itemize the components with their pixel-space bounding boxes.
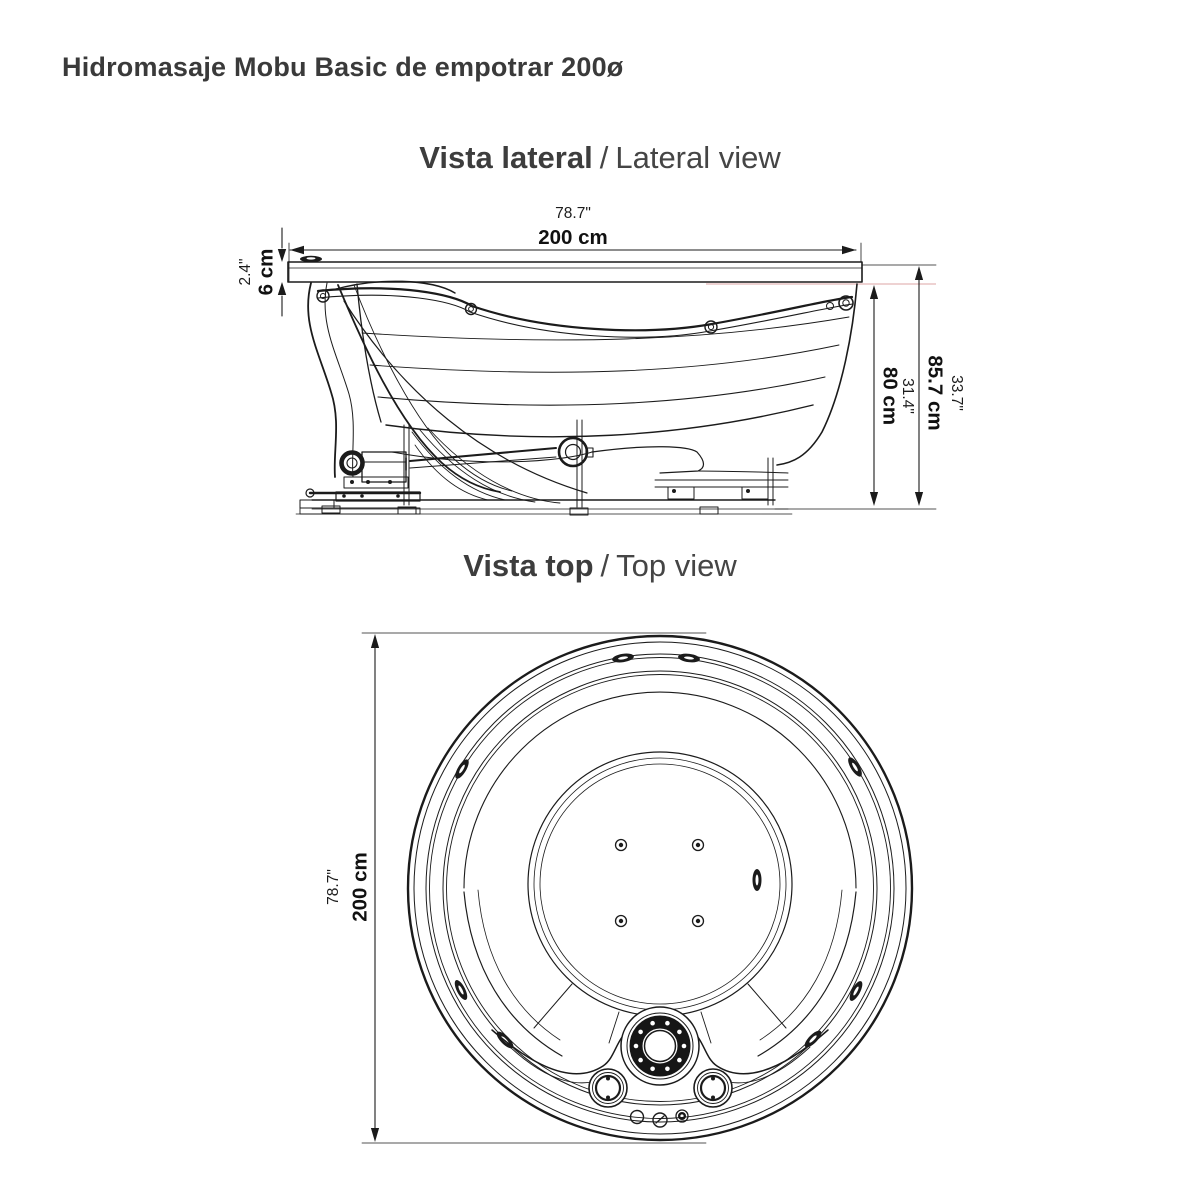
rim-height-inches-label: 2.4" bbox=[237, 258, 254, 285]
control-console bbox=[491, 1006, 829, 1128]
lateral-heading-english: Lateral view bbox=[615, 140, 781, 175]
console-jet-left bbox=[588, 1068, 628, 1108]
seat-edge bbox=[463, 691, 857, 1057]
deck-slab bbox=[287, 255, 863, 283]
lateral-view-heading: Vista lateral/Lateral view bbox=[0, 140, 1200, 176]
arrow-down-icon bbox=[370, 1128, 380, 1142]
height-dimensions: 80 cm 31.4" 85.7 cm 33.7" bbox=[706, 264, 965, 510]
rim-height-dimension: 2.4" 6 cm bbox=[237, 227, 287, 317]
arrow-down-icon bbox=[277, 249, 287, 262]
inner-height-cm-label: 80 cm bbox=[879, 367, 902, 425]
arrow-up-icon bbox=[869, 285, 879, 299]
pump-motor bbox=[299, 450, 422, 515]
rim-plumbing bbox=[307, 280, 854, 494]
top-view-heading: Vista top/Top view bbox=[0, 548, 1200, 584]
rim-height-cm-label: 6 cm bbox=[254, 249, 277, 296]
inner-height-inches-label: 31.4" bbox=[899, 378, 916, 414]
arrow-up-icon bbox=[370, 634, 380, 648]
lateral-width-cm-label: 200 cm bbox=[538, 226, 608, 249]
console-buttons bbox=[629, 1109, 689, 1128]
heading-separator: / bbox=[599, 140, 609, 175]
top-view-drawing: 78.7" 200 cm bbox=[325, 632, 914, 1144]
floor-circle bbox=[527, 751, 793, 1017]
top-heading-english: Top view bbox=[616, 548, 737, 583]
width-dimension: 78.7" 200 cm bbox=[288, 205, 862, 282]
top-diameter-inches-label: 78.7" bbox=[325, 869, 342, 905]
page-title: Hidromasaje Mobu Basic de empotrar 200ø bbox=[62, 52, 624, 82]
rim-rings bbox=[406, 634, 914, 1142]
lateral-view-drawing: 78.7" 200 cm 2.4" 6 cm bbox=[237, 205, 965, 516]
console-jet-right bbox=[693, 1068, 733, 1108]
drain-pipe bbox=[405, 436, 594, 471]
arrow-up-icon bbox=[277, 282, 287, 295]
chromotherapy-light bbox=[620, 1006, 700, 1086]
arrow-up-icon bbox=[914, 266, 924, 280]
tub-bowl bbox=[356, 283, 858, 500]
drain-flange bbox=[557, 436, 589, 468]
rim-jets bbox=[454, 653, 863, 1049]
arrow-left-icon bbox=[290, 245, 304, 255]
arrow-down-icon bbox=[869, 492, 879, 506]
diameter-dimension: 78.7" 200 cm bbox=[325, 632, 707, 1144]
arrow-down-icon bbox=[914, 492, 924, 506]
total-height-cm-label: 85.7 cm bbox=[924, 355, 947, 430]
heading-separator: / bbox=[600, 548, 610, 583]
arrow-right-icon bbox=[842, 245, 856, 255]
lateral-width-inches-label: 78.7" bbox=[555, 205, 591, 222]
top-diameter-cm-label: 200 cm bbox=[348, 852, 371, 922]
total-height-inches-label: 33.7" bbox=[948, 375, 965, 411]
top-heading-spanish: Vista top bbox=[463, 548, 594, 583]
floor-jets bbox=[614, 838, 762, 928]
lateral-heading-spanish: Vista lateral bbox=[419, 140, 593, 175]
